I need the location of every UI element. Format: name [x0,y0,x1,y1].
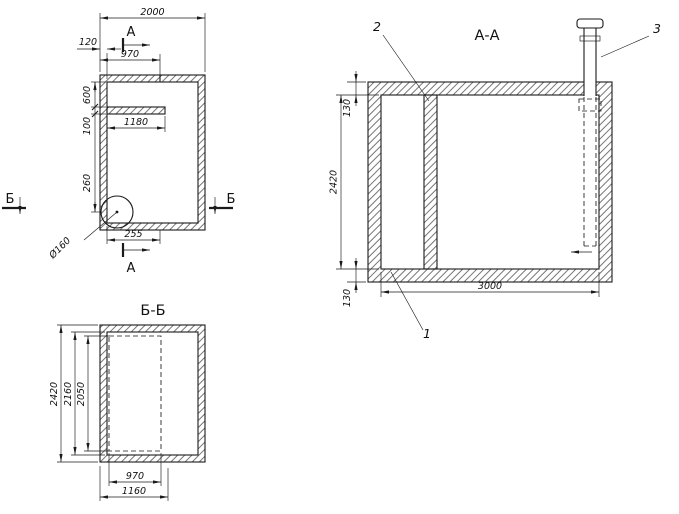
svg-text:Б: Б [227,192,236,207]
svg-text:3: 3 [653,21,661,36]
svg-text:Б: Б [6,192,15,207]
plan-inner-outline [106,81,199,224]
aa-vent-pipe [571,18,604,254]
svg-text:970: 970 [121,49,139,60]
section-mark-b-left: Б [2,192,26,214]
vent-collar [579,35,601,42]
callout-partition: 2 [373,19,430,102]
section-aa-view: А-А 2 3 1 [329,18,661,341]
plan-outer-outline [99,74,206,231]
vent-cap [576,18,604,29]
plan-view: Ø160 2000 120 970 [2,7,235,276]
svg-text:100: 100 [82,117,93,135]
bb-inner-outline [106,331,199,456]
svg-text:1: 1 [423,326,431,341]
dim-plan-left-offset: 120 [77,37,121,79]
bb-walls-hatching [100,325,205,462]
dim-plan-total-width: 2000 [99,7,206,72]
section-mark-b-right: Б [209,192,235,214]
svg-text:2000: 2000 [140,7,164,18]
svg-text:120: 120 [79,37,97,48]
svg-text:1180: 1180 [124,117,148,128]
svg-text:2050: 2050 [76,382,87,406]
aa-inner-outline [380,94,600,270]
svg-text:1160: 1160 [122,486,146,497]
dim-vent-diameter: Ø160 [47,235,74,262]
plan-vent-hole [100,195,134,229]
svg-text:130: 130 [342,289,353,307]
bb-hidden-opening [108,335,162,452]
svg-text:2420: 2420 [49,382,60,406]
aa-pipe-wall-gap [583,80,597,97]
svg-text:255: 255 [124,229,142,240]
dim-plan-partition-length: 1180 [107,116,166,132]
svg-text:970: 970 [126,471,144,482]
dim-aa-top-wall: 130 [336,71,379,117]
svg-text:2160: 2160 [63,382,74,406]
section-mark-a-top: А [121,25,150,52]
aa-outer-outline [367,81,613,283]
dim-aa-inner-height: 2420 [329,95,379,270]
svg-text:2: 2 [373,19,381,34]
callout-bottom-slab: 1 [390,271,431,341]
plan-partition-wall [106,106,166,115]
aa-partition-wall [423,94,438,270]
svg-text:130: 130 [342,99,353,117]
plan-vent-leader [83,211,118,241]
dim-plan-vent-offset: 255 [106,226,161,244]
svg-text:600: 600 [82,86,93,104]
bb-outer-outline [99,324,206,463]
svg-text:3000: 3000 [478,281,502,292]
vent-clamp [578,98,602,112]
plan-walls-hatching [100,75,205,230]
section-aa-title: А-А [474,28,499,44]
dim-bb-opening-outer-width: 1160 [99,466,169,501]
svg-text:А: А [127,25,136,40]
callout-vent-pipe: 3 [600,21,661,58]
dim-bb-opening-width: 970 [108,453,162,486]
dim-bb-outer-height: 2420 [49,324,98,463]
dim-aa-bottom-wall: 130 [342,258,366,307]
section-mark-a-bottom: А [121,243,150,276]
section-bb-view: Б-Б 2420 2160 2050 970 [49,303,206,501]
section-bb-title: Б-Б [140,303,165,319]
dim-plan-opening-width: 970 [100,49,161,79]
dim-aa-inner-length: 3000 [380,272,600,297]
svg-text:А: А [127,261,136,276]
dim-bb-opening-height: 2050 [76,335,109,452]
dim-bb-inner-height: 2160 [63,331,105,456]
svg-text:260: 260 [82,174,93,192]
svg-text:2420: 2420 [329,170,340,194]
dim-plan-left-chain: 600 100 260 [82,81,106,213]
